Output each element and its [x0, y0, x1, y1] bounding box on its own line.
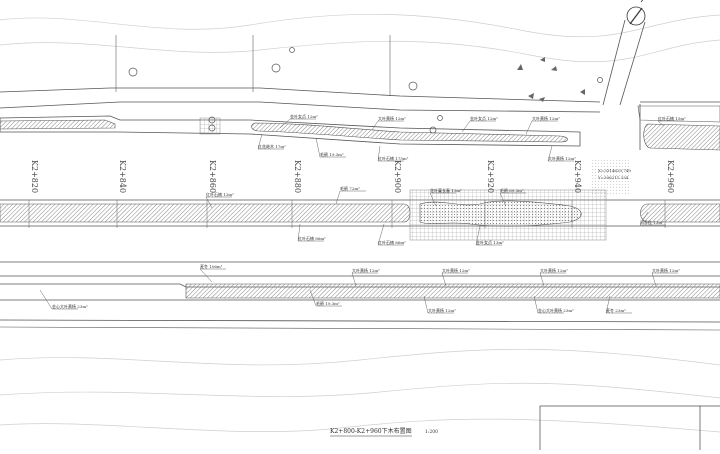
- tree-symbols: [128, 47, 603, 134]
- median-strip: [0, 160, 720, 241]
- annotation-leader: [423, 295, 429, 314]
- annotation-leader: [257, 133, 263, 150]
- coord-y: Y=396211.334: [597, 175, 629, 180]
- annotation-leader: [639, 211, 649, 226]
- upper-planting-strip: [0, 105, 720, 151]
- triangle-markers: [517, 57, 585, 102]
- annotation-leader: [371, 120, 379, 131]
- plant-annotation: 大叶黄杨 12m²: [548, 155, 576, 161]
- plant-annotation: 大叶黄杨 12m²: [352, 267, 380, 273]
- terrain-contours: [0, 13, 720, 433]
- property-lines: [115, 35, 391, 96]
- drawing-scale: 1:200: [425, 429, 438, 435]
- annotation-leader: [539, 272, 545, 287]
- annotation-leader: [547, 145, 553, 162]
- annotation-leader: [461, 120, 471, 133]
- plant-annotation: 红叶石楠 15m²: [658, 115, 686, 121]
- plant-annotation: 红叶石楠 175m²: [378, 155, 409, 161]
- annotation-leader: [351, 272, 357, 287]
- annotation-leader: [199, 268, 213, 283]
- chainage-layer: K2+820 K2+840 K2+860 K2+880 K2+900 K2+920 K2+9…: [28, 160, 675, 228]
- plant-annotation: 金心大叶黄杨 23m²: [538, 307, 574, 313]
- plant-annotation: 毛鹃 72m²: [340, 185, 360, 191]
- annotation-leader: [205, 196, 213, 209]
- annotation-leader: [525, 120, 533, 135]
- annotation-leader: [39, 289, 53, 310]
- annotation-leader: [429, 192, 437, 207]
- plant-annotation: 大叶黄杨 12m²: [378, 115, 406, 121]
- plant-annotation: 金叶女贞 13m²: [476, 239, 504, 245]
- chainage-label: K2+880: [293, 160, 302, 193]
- annotation-leader: [377, 145, 381, 162]
- annotation-leader: [475, 225, 481, 246]
- north-arrow-icon: [626, 0, 646, 26]
- annotation-leader: [533, 295, 539, 314]
- annotation-layer: 金叶女贞 12m² 红花继木 17m² 毛鹃 19.3m² 大叶黄杨 12m² 红叶石楠…: [39, 113, 686, 314]
- plant-annotation: 红叶石楠 86m²: [378, 239, 406, 245]
- plant-annotation: 大叶黄杨 12m²: [442, 267, 470, 273]
- plant-annotation: 毛鹃 69.3m²: [500, 187, 524, 193]
- chainage-label: K2+960: [666, 160, 675, 193]
- annotation-leader: [309, 289, 317, 307]
- coord-x: X=3314620.749: [598, 168, 631, 173]
- annotation-leader: [651, 272, 657, 287]
- ramp-road: [602, 19, 646, 106]
- plant-annotation: 大叶黄杨 12m²: [532, 115, 560, 121]
- plant-annotation: 毛鹃 19.3m²: [316, 300, 340, 306]
- chainage-label: K2+860: [208, 160, 217, 193]
- plant-annotation: 花叶蔓长春 13m²: [430, 187, 462, 193]
- annotation-leader: [441, 272, 447, 287]
- plant-annotation: 大叶黄杨 12m²: [540, 267, 568, 273]
- plant-annotation: 红花继木 17m²: [258, 143, 286, 149]
- plant-annotation: 毛鹃 19.3m²: [320, 151, 344, 157]
- annotation-leader: [377, 223, 385, 246]
- drawing-title: K2+800-K2+960下木布置图: [330, 427, 412, 435]
- plant-annotation: 麦冬 106m²: [200, 263, 223, 269]
- plant-annotation: 红叶石楠 13m²: [206, 191, 234, 197]
- annotation-leader: [279, 118, 291, 129]
- annotation-leader: [499, 192, 507, 207]
- chainage-label: K2+920: [486, 160, 495, 193]
- annotation-leader: [657, 120, 665, 127]
- lower-planting-strip: [0, 261, 720, 331]
- plant-annotation: 金叶女贞 12m²: [290, 113, 318, 119]
- plant-annotation: 大叶黄杨 12m²: [652, 267, 680, 273]
- annotation-leader: [605, 295, 611, 314]
- plant-annotation: 四季桂 13m²: [640, 219, 664, 225]
- chainage-label: K2+940: [573, 160, 582, 193]
- annotation-leader: [335, 190, 341, 205]
- annotation-leader: [297, 223, 301, 242]
- plant-annotation: 大叶黄杨 12m²: [428, 307, 456, 313]
- plant-annotation: 红叶石楠 86m²: [298, 235, 326, 241]
- title-block: [539, 405, 720, 454]
- plant-annotation: 麦冬 23m²: [606, 307, 626, 313]
- chainage-label: K2+840: [118, 160, 127, 193]
- road-edges-upper: [0, 87, 720, 150]
- annotation-leader: [315, 137, 321, 158]
- plant-annotation: 金叶女贞 12m²: [470, 115, 498, 121]
- chainage-label: K2+900: [393, 160, 402, 193]
- plant-annotation: 金心大叶黄杨 23m²: [52, 303, 88, 309]
- chainage-label: K2+820: [30, 160, 39, 193]
